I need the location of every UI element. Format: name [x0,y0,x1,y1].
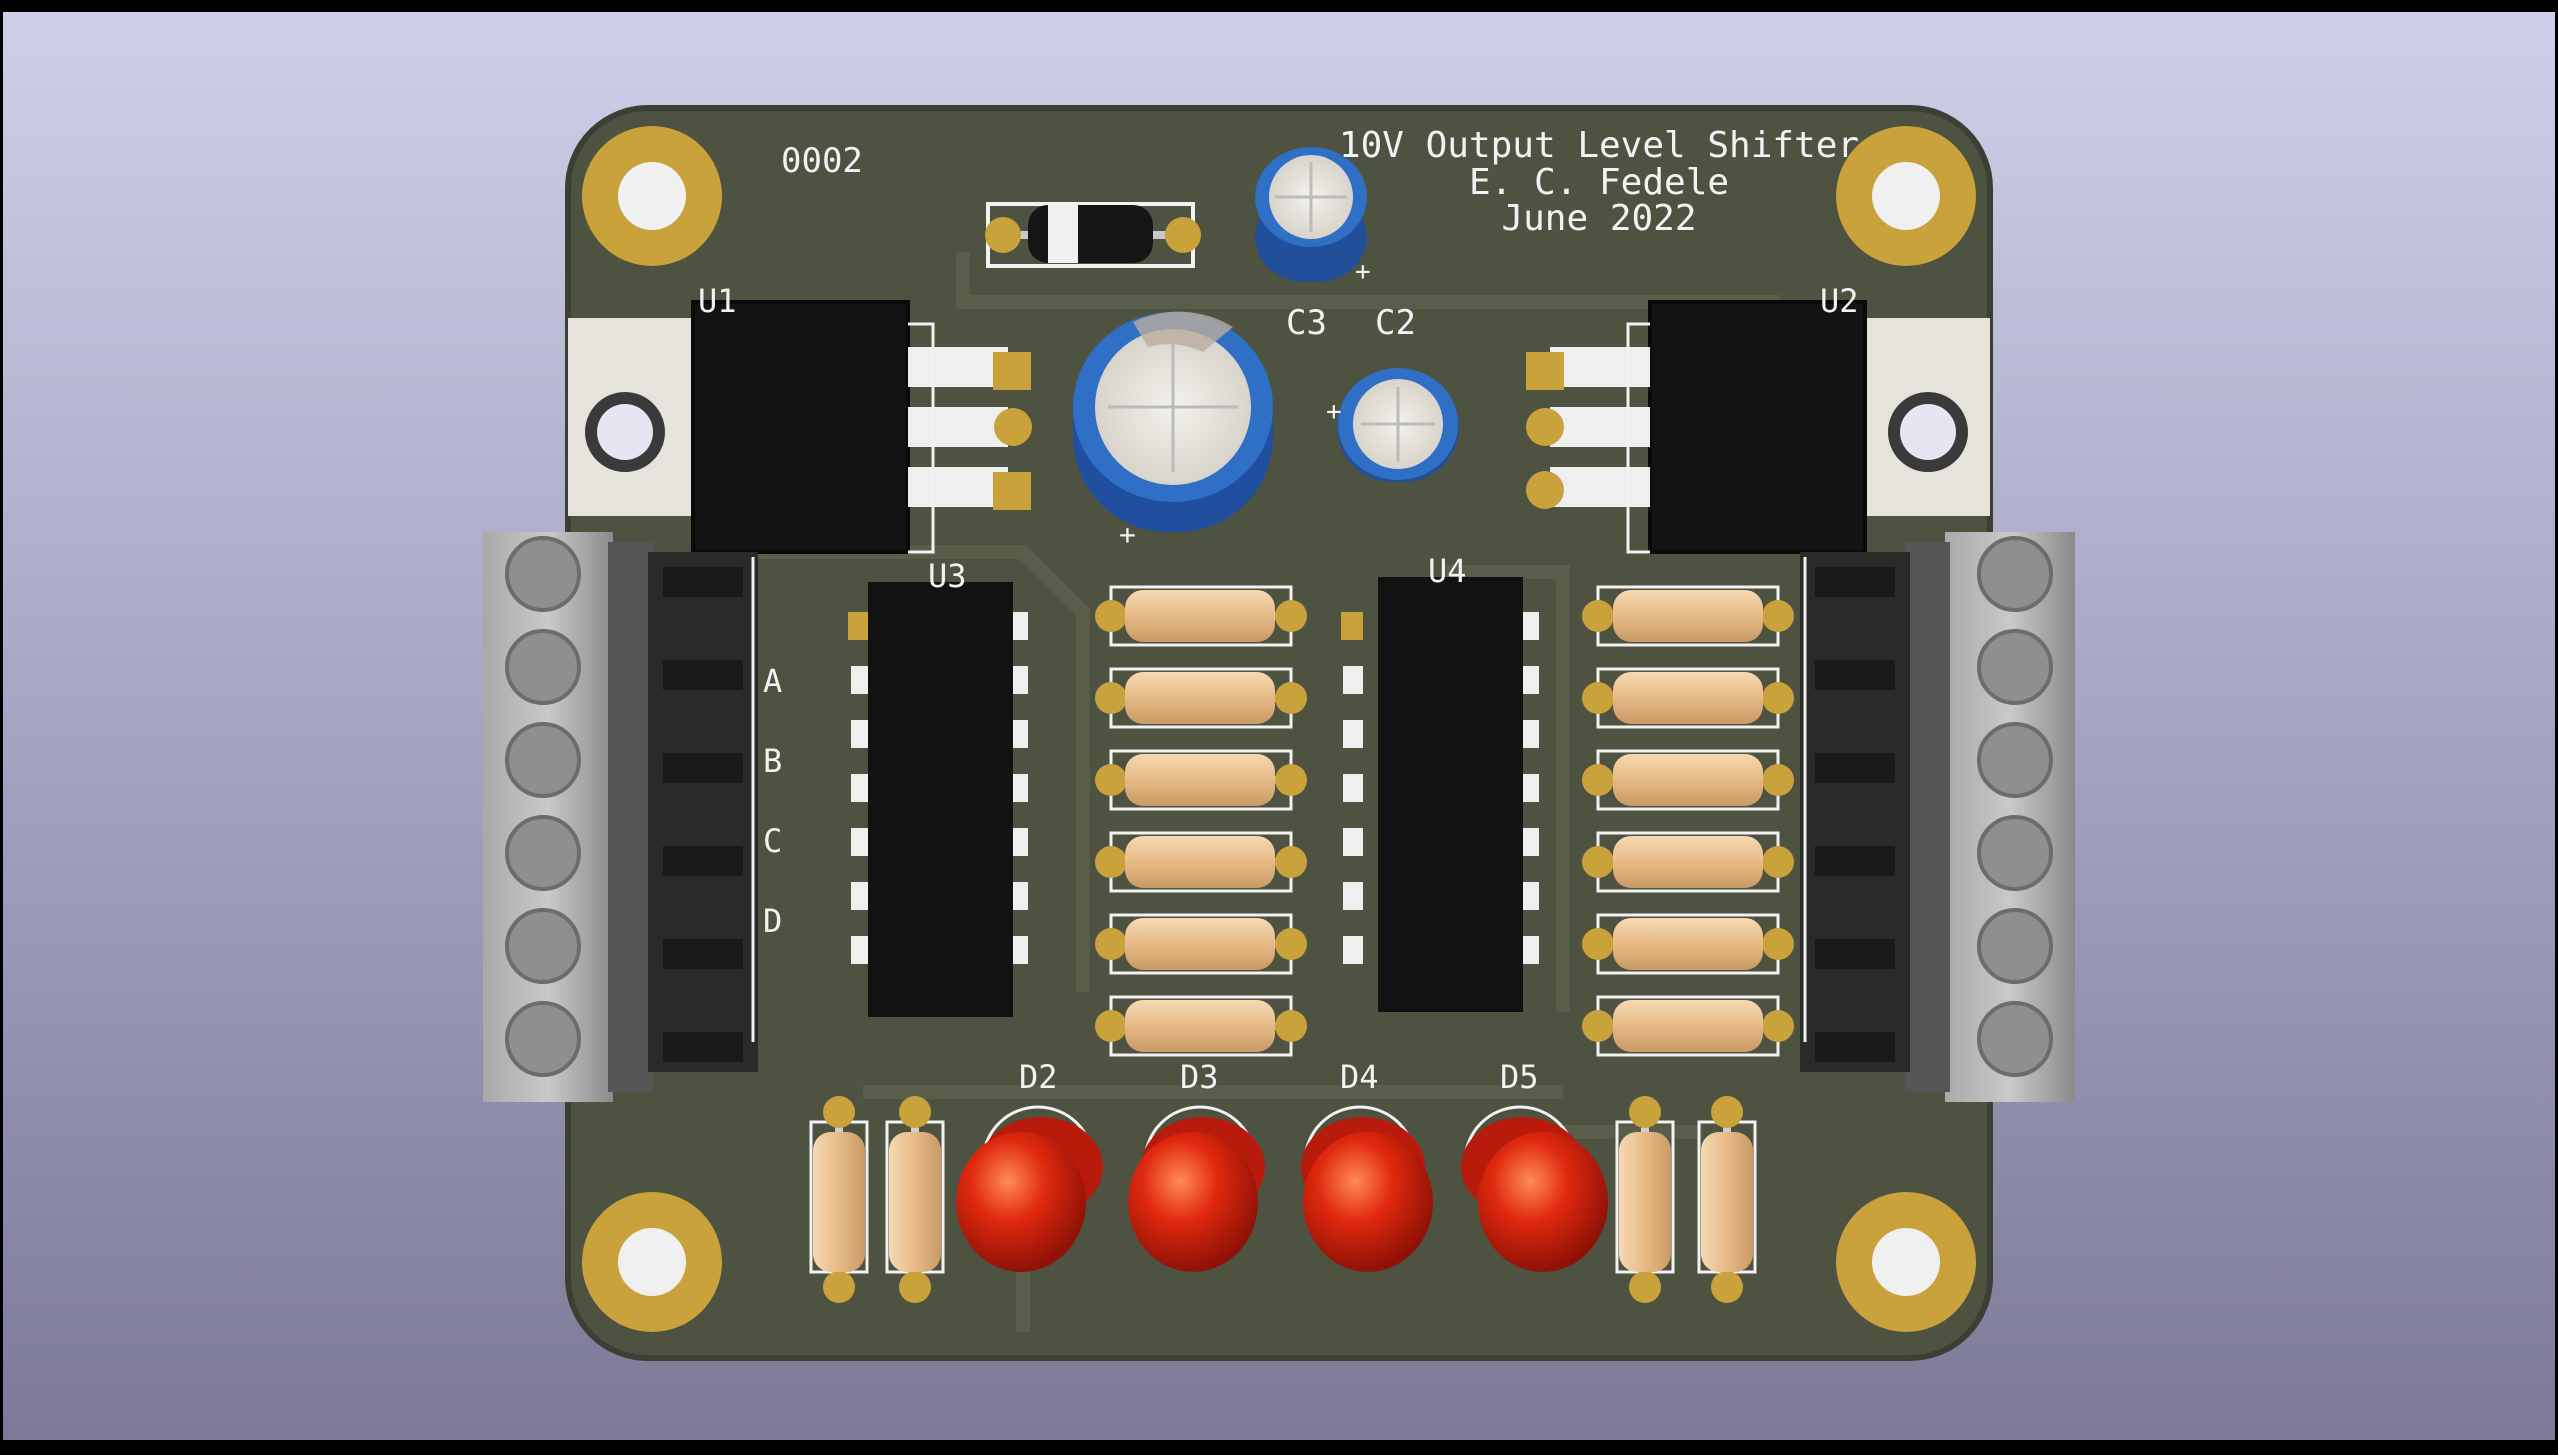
svg-text:+: + [1119,518,1136,551]
mounting-hole [582,126,722,266]
c3-label: C3 [1286,303,1327,343]
ic-u3 [848,582,1028,1017]
pcb-render: 0002 10V Output Level Shifter E. C. Fede… [483,105,2075,1361]
3d-viewer-viewport[interactable]: 0002 10V Output Level Shifter E. C. Fede… [3,12,2555,1440]
regulator-u1 [568,300,1032,554]
d5-label: D5 [1500,1058,1539,1096]
board-serial: 0002 [781,141,863,181]
svg-text:+: + [1355,257,1371,287]
u2-label: U2 [1820,282,1859,320]
capacitor-c2: + [1326,368,1459,482]
mounting-hole [1836,126,1976,266]
resistor-array-middle [1095,585,1307,1057]
board-title-line1: 10V Output Level Shifter [1339,125,1859,166]
led-d3 [1128,1105,1265,1272]
mounting-hole [1836,1192,1976,1332]
u3-label: U3 [928,557,967,595]
terminal-label-d: D [763,902,782,940]
board-title-line2: E. C. Fedele [1469,162,1729,203]
u4-label: U4 [1428,552,1467,590]
resistor-vertical [885,1096,945,1303]
ic-u4 [1341,577,1539,1012]
terminal-block-right [1800,532,2075,1102]
capacitor-c3: + [1255,147,1371,287]
resistor-vertical [1697,1096,1757,1303]
led-d5 [1461,1105,1608,1272]
mounting-hole [582,1192,722,1332]
terminal-block-left [483,532,758,1102]
terminal-label-a: A [763,662,782,700]
board-title-line3: June 2022 [1501,198,1696,239]
terminal-label-b: B [763,742,782,780]
diode-d1 [985,202,1201,268]
d4-label: D4 [1340,1058,1379,1096]
led-d4 [1301,1105,1433,1272]
led-d2 [956,1105,1103,1272]
capacitor-c1: + [1073,311,1273,551]
resistor-array-right [1582,585,1794,1057]
terminal-label-c: C [763,822,782,860]
svg-text:+: + [1326,397,1342,427]
d3-label: D3 [1180,1058,1219,1096]
u1-label: U1 [698,282,737,320]
c2-label: C2 [1375,303,1416,343]
regulator-u2 [1526,300,1990,554]
resistor-vertical [1615,1096,1675,1303]
d2-label: D2 [1019,1058,1058,1096]
resistor-vertical [809,1096,869,1303]
